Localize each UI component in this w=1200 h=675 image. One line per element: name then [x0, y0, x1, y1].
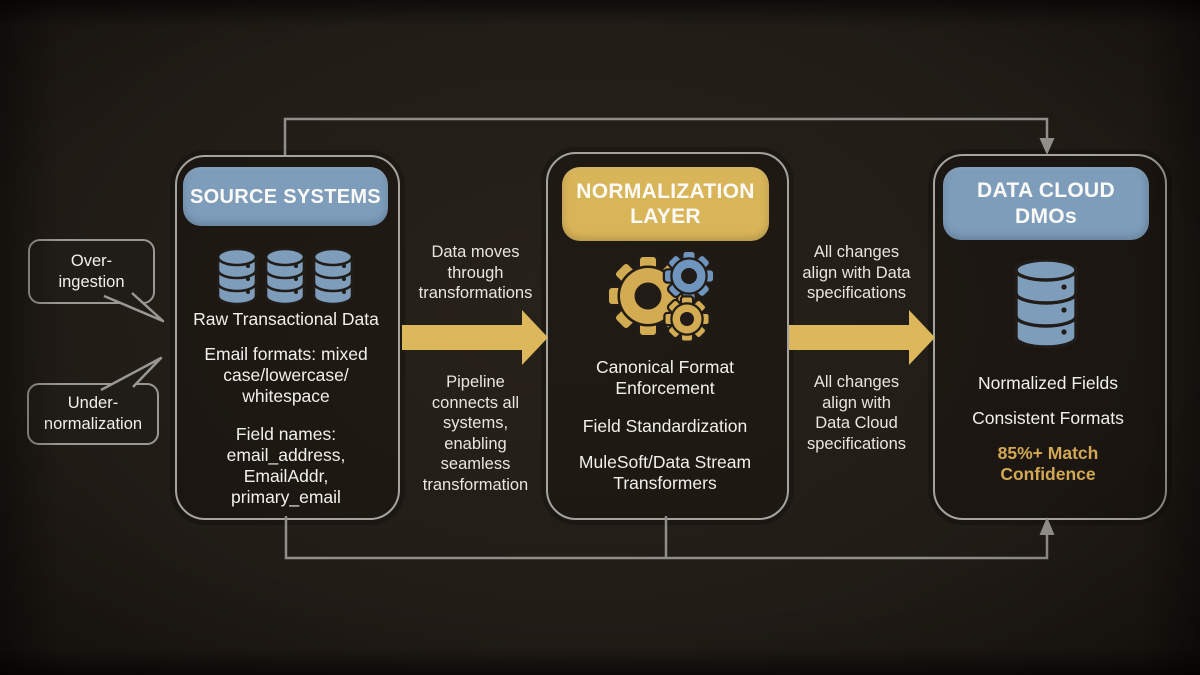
flow-arrow-1-icon — [402, 310, 548, 365]
database-icon — [1014, 259, 1078, 349]
database-icon — [312, 248, 354, 306]
callout-under-normalization-label: Under- normalization — [43, 394, 143, 433]
source-text-raw-data: Raw Transactional Data — [193, 309, 379, 329]
gear-small-icon — [663, 295, 711, 343]
flow2-caption-below: All changes align with Data Cloud specif… — [806, 373, 907, 453]
arrowhead-down-icon — [1039, 138, 1055, 155]
source-text-field-names: Field names: email_address, EmailAddr, p… — [226, 424, 346, 507]
data-cloud-dmos-title: DATA CLOUD DMOs — [977, 179, 1115, 228]
source-text-email-formats: Email formats: mixed case/lowercase/ whi… — [204, 344, 368, 406]
normalization-layer-title: NORMALIZATION LAYER — [576, 179, 755, 228]
flow-arrow-2-icon — [789, 310, 935, 365]
normalization-layer-header: NORMALIZATION LAYER — [562, 167, 769, 241]
datacloud-text-match-confidence: 85%+ Match Confidence — [997, 443, 1099, 484]
database-icon — [216, 248, 258, 306]
feedback-loop-bottom — [284, 516, 1049, 560]
callout-over-ingestion-label: Over- ingestion — [58, 251, 125, 291]
callout-under-normalization: Under- normalization — [27, 383, 159, 445]
flow1-caption-below: Pipeline connects all systems, enabling … — [422, 373, 529, 494]
callout-over-ingestion: Over- ingestion — [28, 239, 155, 304]
normalization-text-transformers: MuleSoft/Data Stream Transformers — [578, 452, 752, 493]
flow1-caption-above: Data moves through transformations — [418, 243, 533, 302]
data-cloud-dmos-header: DATA CLOUD DMOs — [943, 167, 1149, 240]
normalization-text-canonical: Canonical Format Enforcement — [595, 357, 735, 398]
database-icon — [264, 248, 306, 306]
normalization-text-standardization: Field Standardization — [582, 416, 748, 436]
gear-blue-icon — [662, 249, 716, 303]
source-systems-header: SOURCE SYSTEMS — [183, 167, 388, 226]
gears-icon — [606, 249, 716, 343]
feedback-loop-top — [283, 117, 1049, 155]
database-cluster-icon — [216, 248, 354, 306]
datacloud-text-consistent-formats: Consistent Formats — [972, 408, 1124, 428]
datacloud-text-normalized-fields: Normalized Fields — [977, 373, 1119, 393]
flow2-caption-above: All changes align with Data specificatio… — [802, 243, 911, 302]
source-systems-title: SOURCE SYSTEMS — [190, 185, 381, 208]
